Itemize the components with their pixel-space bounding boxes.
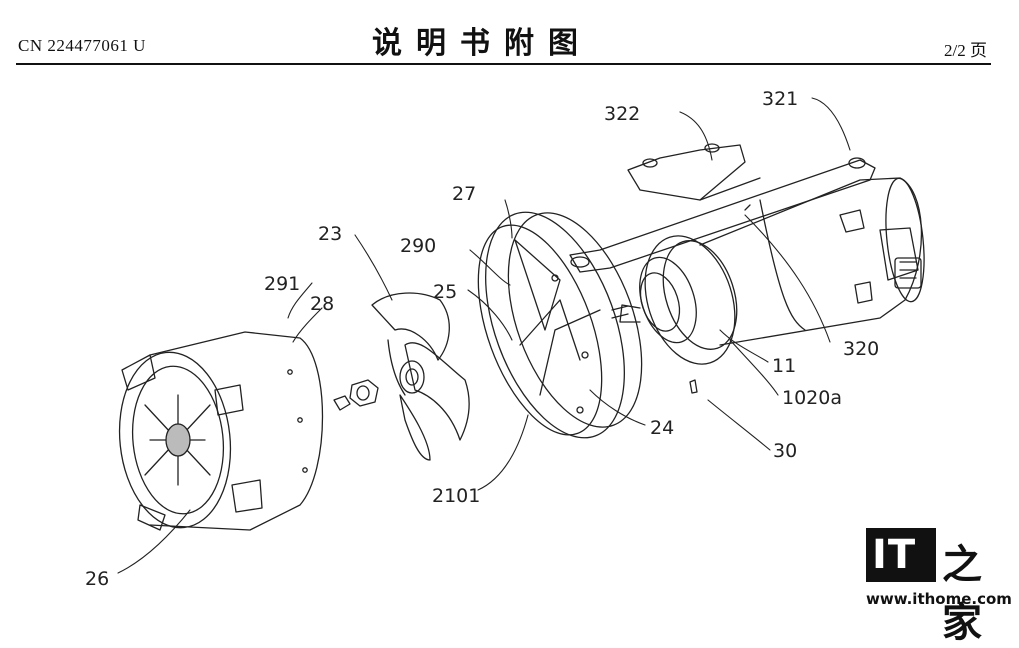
ref-25: 25: [433, 281, 457, 303]
ref-30: 30: [773, 440, 797, 462]
shroud-ring: [477, 211, 643, 439]
ref-24: 24: [650, 417, 674, 439]
ref-26: 26: [85, 568, 109, 590]
patent-drawing: 321 322 27 23 290 291 28 25 320 11 1020a…: [85, 88, 925, 590]
ref-23: 23: [318, 223, 342, 245]
ref-2101: 2101: [432, 485, 480, 507]
ref-321: 321: [762, 88, 798, 110]
ref-322: 322: [604, 103, 640, 125]
leader-lines: [117, 97, 851, 574]
ithome-watermark: IT 之家 www.ithome.com: [866, 528, 1012, 646]
ref-27: 27: [452, 183, 476, 205]
ref-1020a: 1020a: [782, 387, 842, 409]
watermark-url: www.ithome.com: [866, 590, 1012, 608]
fan-nut: [333, 379, 379, 411]
motor-body: [611, 177, 925, 365]
watermark-logo-box: IT: [866, 528, 936, 582]
document-header: CN 224477061 U 说明书附图 2/2 页: [0, 0, 1019, 68]
mounting-bracket: [569, 143, 876, 273]
ref-28: 28: [310, 293, 334, 315]
ref-11: 11: [772, 355, 796, 377]
ref-320: 320: [843, 338, 879, 360]
ref-290: 290: [400, 235, 436, 257]
publication-number: CN 224477061 U: [18, 36, 146, 55]
ref-291: 291: [264, 273, 300, 295]
header-rule: [16, 63, 991, 65]
watermark-logo-it: IT: [872, 532, 917, 578]
front-housing: [118, 331, 324, 531]
small-pin-part: [689, 379, 698, 394]
fan-impeller: [371, 292, 470, 461]
page-title: 说明书附图: [372, 26, 592, 61]
page-number: 2/2 页: [944, 41, 987, 60]
